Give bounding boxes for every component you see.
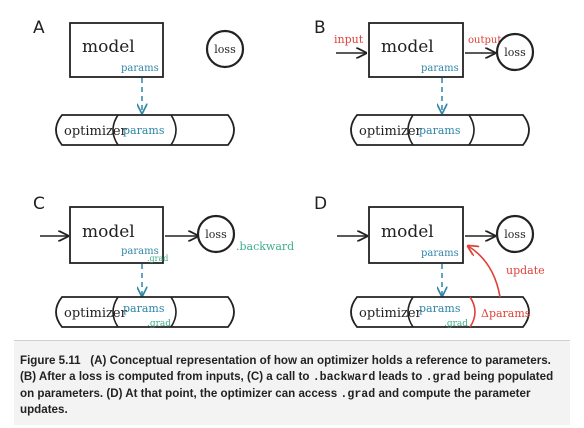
optimizer-grad-label: .grad bbox=[444, 319, 468, 329]
params-label: params bbox=[421, 248, 459, 259]
panel-letter-d: D bbox=[314, 194, 327, 214]
update-arrow bbox=[468, 246, 501, 298]
optimizer-divider-2 bbox=[170, 114, 177, 146]
params-label: params bbox=[121, 63, 159, 74]
model-box bbox=[69, 206, 164, 264]
model-label: model bbox=[82, 222, 135, 242]
caption-code-grad-2: .grad bbox=[340, 387, 376, 401]
backward-label: .backward bbox=[236, 240, 294, 253]
optimizer-cylinder bbox=[350, 296, 530, 328]
loss-label: loss bbox=[504, 228, 526, 241]
model-label: model bbox=[381, 37, 434, 57]
optimizer-divider bbox=[407, 296, 414, 328]
optimizer-cylinder bbox=[55, 296, 235, 328]
loss-node bbox=[205, 29, 245, 69]
optimizer-grad-label: .grad bbox=[147, 319, 171, 329]
model-box bbox=[69, 22, 164, 78]
loss-label: loss bbox=[205, 228, 227, 241]
optimizer-cylinder bbox=[350, 114, 530, 146]
optimizer-label: optimizer bbox=[359, 306, 423, 321]
params-label: params bbox=[121, 246, 159, 257]
panel-d: D model params loss optimizer params .gr… bbox=[314, 194, 545, 329]
params-label: params bbox=[421, 63, 459, 74]
optimizer-cylinder bbox=[55, 114, 235, 146]
optimizer-divider bbox=[112, 114, 119, 146]
optimizer-divider bbox=[407, 114, 414, 146]
caption-text-2: leads to bbox=[378, 369, 423, 383]
caption-text-3: being populated on parameters. (D) At th… bbox=[20, 369, 554, 400]
optimizer-divider-2 bbox=[468, 114, 475, 146]
params-grad-label: .grad bbox=[147, 254, 168, 263]
figure-caption: Figure 5.11 (A) Conceptual representatio… bbox=[20, 353, 565, 418]
optimizer-label: optimizer bbox=[64, 306, 128, 321]
figure-diagram: A model params loss optimizer params B i… bbox=[33, 18, 545, 329]
caption-text-4: and compute the parameter updates. bbox=[20, 386, 531, 417]
caption-code-grad: .grad bbox=[425, 370, 461, 384]
model-box bbox=[368, 22, 464, 78]
optimizer-params-label: params bbox=[419, 124, 461, 137]
update-label: update bbox=[506, 264, 545, 277]
panel-c: C model params .grad loss .backward opti… bbox=[33, 194, 294, 329]
panel-b: B input model params output loss optimiz… bbox=[314, 18, 535, 146]
caption-text-1: (A) Conceptual representation of how an … bbox=[20, 354, 551, 383]
optimizer-divider bbox=[112, 296, 119, 328]
optimizer-label: optimizer bbox=[64, 124, 128, 139]
loss-label: loss bbox=[504, 46, 526, 59]
loss-label: loss bbox=[214, 43, 236, 56]
input-label: input bbox=[334, 33, 364, 46]
optimizer-params-label: params bbox=[123, 124, 165, 137]
panel-a: A model params loss optimizer params bbox=[33, 18, 245, 146]
loss-node bbox=[495, 214, 535, 254]
model-label: model bbox=[381, 222, 434, 242]
optimizer-params-label: params bbox=[419, 302, 461, 315]
loss-node bbox=[495, 32, 535, 72]
output-label: output bbox=[468, 35, 501, 46]
panel-letter-b: B bbox=[314, 18, 326, 38]
panel-letter-a: A bbox=[33, 18, 45, 38]
panel-letter-c: C bbox=[33, 194, 45, 214]
delta-params-label: Δparams bbox=[481, 307, 531, 320]
figure-caption-panel: Figure 5.11 (A) Conceptual representatio… bbox=[14, 340, 570, 425]
model-label: model bbox=[82, 37, 135, 57]
model-box bbox=[368, 206, 464, 264]
optimizer-params-label: params bbox=[123, 302, 165, 315]
caption-figure-number: Figure 5.11 bbox=[20, 354, 81, 367]
optimizer-divider-2 bbox=[469, 296, 476, 328]
loss-node bbox=[196, 214, 236, 254]
optimizer-label: optimizer bbox=[359, 124, 423, 139]
optimizer-divider-2 bbox=[170, 296, 177, 328]
caption-code-backward: .backward bbox=[312, 370, 376, 384]
